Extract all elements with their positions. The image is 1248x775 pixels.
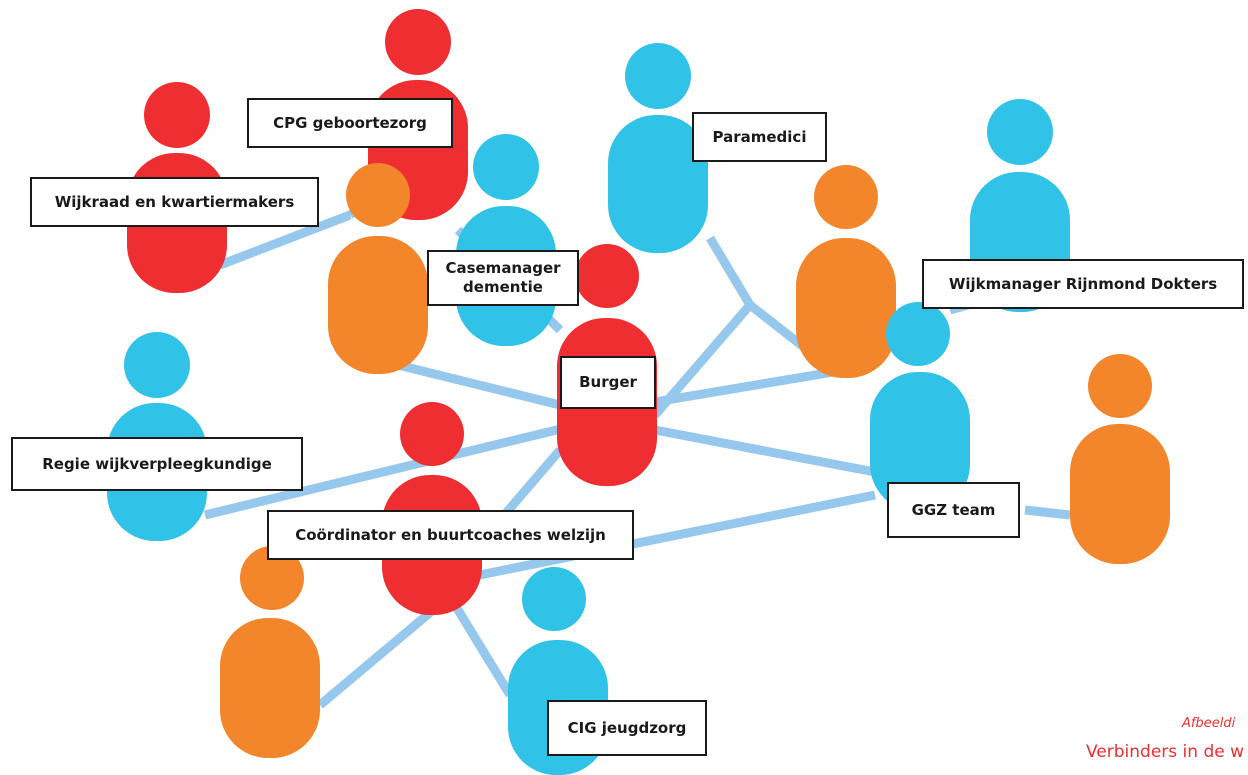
person-figure [220, 546, 320, 758]
label-casemanager-dementie: Casemanager dementie [427, 250, 579, 306]
label-wijkmanager-rijnmond-dokters: Wijkmanager Rijnmond Dokters [922, 259, 1244, 309]
label-burger: Burger [560, 356, 656, 409]
person-head [144, 82, 210, 148]
caption-figure-number: Afbeeldi [1182, 716, 1236, 731]
person-head [385, 9, 451, 75]
person-figure [456, 134, 556, 346]
person-head [575, 244, 639, 308]
person-body [220, 618, 320, 758]
label-coordinator-buurtcoaches-welzijn: Coördinator en buurtcoaches welzijn [267, 510, 634, 560]
person-head [124, 332, 190, 398]
person-figure [382, 402, 482, 615]
person-head [625, 43, 691, 109]
connection-line [203, 423, 567, 520]
person-figure [796, 165, 896, 378]
person-head [400, 402, 464, 466]
person-body [608, 115, 708, 253]
connection-line [451, 602, 514, 698]
connection-line [396, 360, 562, 410]
person-head [240, 546, 304, 610]
connection-line [651, 302, 754, 418]
connection-line [706, 235, 754, 308]
label-cpg-geboortezorg: CPG geboortezorg [247, 98, 453, 148]
person-head [886, 302, 950, 366]
person-head [522, 567, 586, 631]
connection-line [654, 425, 876, 477]
connection-line [218, 210, 352, 270]
label-regie-wijkverpleegkundige: Regie wijkverpleegkundige [11, 437, 303, 491]
connection-line [454, 490, 876, 585]
person-head [346, 163, 410, 227]
person-head [1088, 354, 1152, 418]
label-paramedici: Paramedici [692, 112, 827, 162]
label-wijkraad-en-kwartiermakers: Wijkraad en kwartiermakers [30, 177, 319, 227]
person-body [328, 236, 428, 374]
person-body [1070, 424, 1170, 564]
person-body [796, 238, 896, 378]
connection-line [317, 596, 448, 709]
person-head [473, 134, 539, 200]
connection-line [1024, 505, 1071, 520]
connection-line [496, 447, 564, 523]
person-figure [608, 43, 708, 253]
caption-title: Verbinders in de w [1086, 742, 1245, 762]
person-head [814, 165, 878, 229]
person-head [987, 99, 1053, 165]
label-cig-jeugdzorg: CIG jeugdzorg [547, 700, 707, 756]
person-figure [328, 163, 428, 374]
person-figure [1070, 354, 1170, 564]
person-body [870, 372, 970, 512]
person-figure [870, 302, 970, 512]
label-ggz-team: GGZ team [887, 482, 1020, 538]
